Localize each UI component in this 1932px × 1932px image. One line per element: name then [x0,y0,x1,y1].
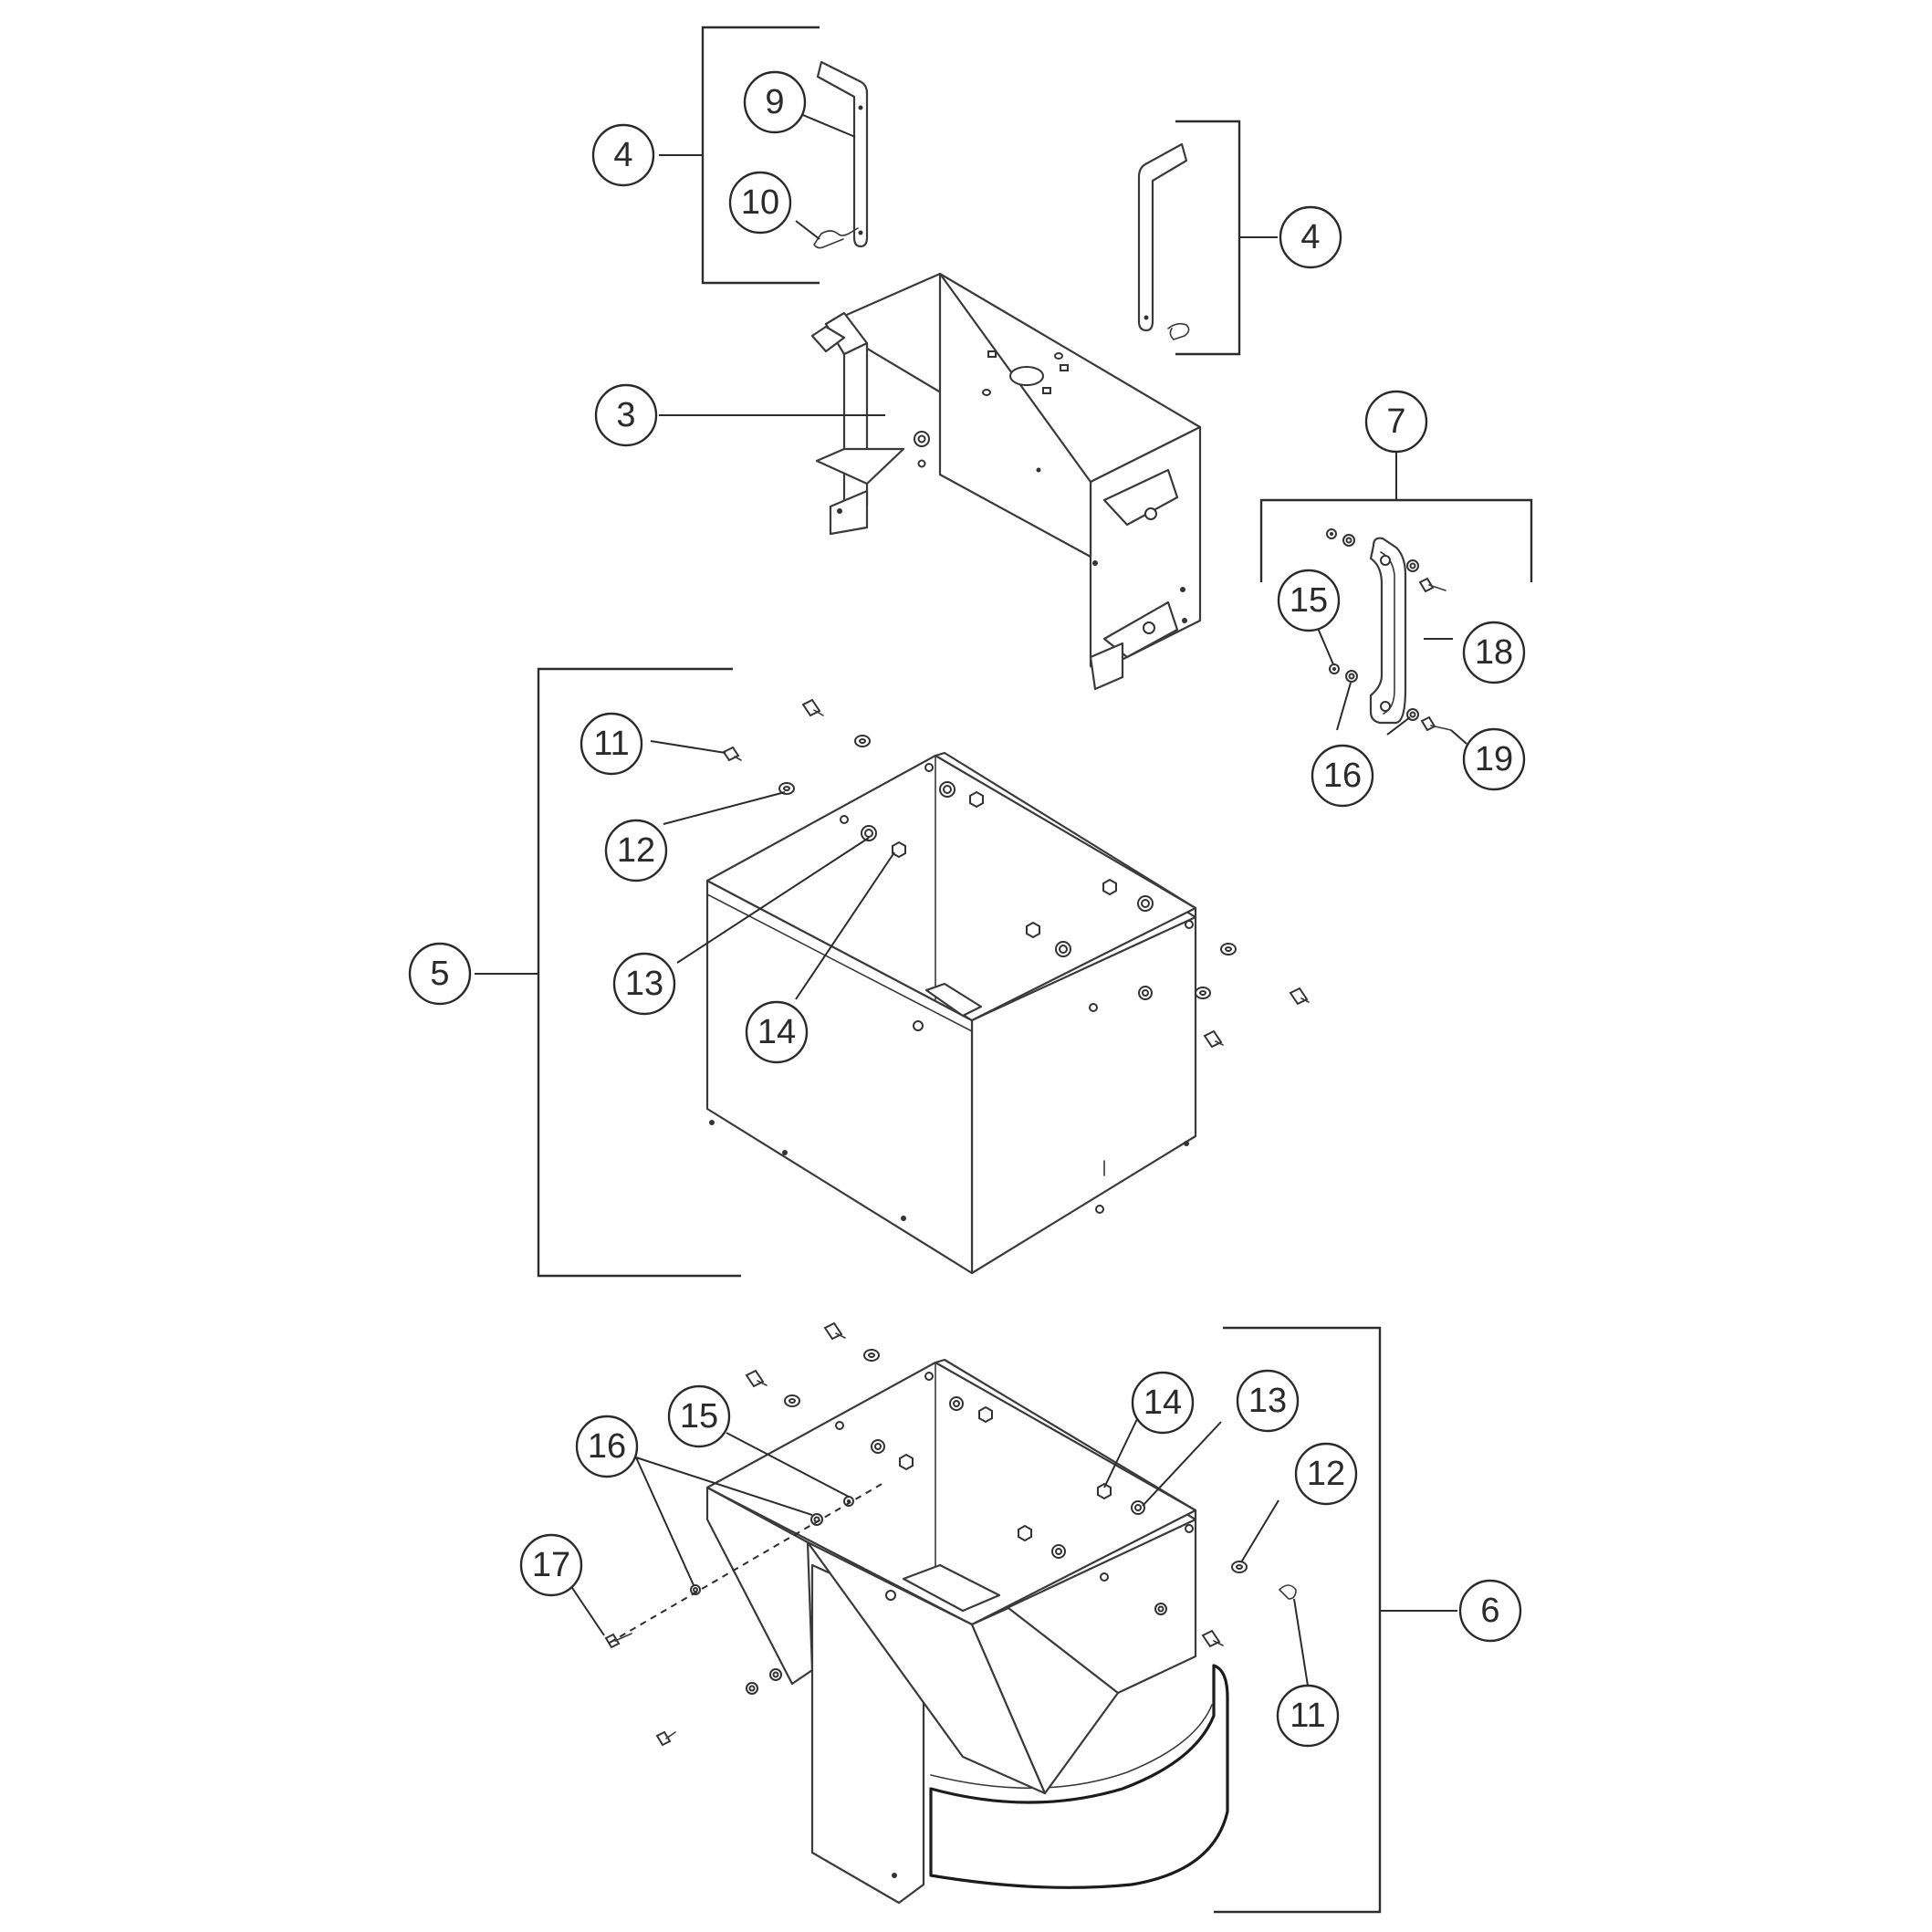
svg-text:19: 19 [1475,740,1513,778]
svg-text:17: 17 [532,1546,570,1584]
callout-14-top: 14 [745,1000,809,1064]
svg-text:3: 3 [616,396,635,434]
callout-4-right: 4 [1279,205,1342,269]
callout-15-bottom: 15 [667,1384,731,1448]
bracket-4-left [659,26,820,285]
callout-10: 10 [728,171,792,235]
callout-5: 5 [408,942,472,1006]
svg-text:15: 15 [680,1397,718,1436]
callout-9: 9 [743,70,807,134]
callout-13-top: 13 [612,952,676,1016]
svg-text:16: 16 [588,1427,626,1466]
callout-16-bottom: 16 [575,1415,639,1478]
svg-text:10: 10 [741,183,779,222]
mount-frame [810,272,1202,691]
bracket-4-right [1175,120,1278,356]
hair-pin-clip-right [1167,322,1190,340]
callout-17: 17 [519,1533,583,1597]
hitch-pin-left [816,60,869,248]
callout-leaders [569,112,1467,1687]
svg-text:14: 14 [757,1013,796,1051]
callout-18: 18 [1462,621,1526,684]
callout-16-top: 16 [1311,744,1374,808]
svg-text:11: 11 [593,725,629,763]
hair-pin-clip-left [813,227,859,249]
svg-text:14: 14 [1144,1384,1182,1422]
callout-3: 3 [594,383,658,447]
bracket-5 [475,667,741,1278]
callout-6: 6 [1458,1579,1522,1643]
hitch-pin-right [1137,142,1188,332]
callout-13-bottom: 13 [1236,1369,1300,1433]
hopper-box [705,751,1197,1275]
chute-hardware [604,1321,1297,1747]
callout-4-left: 4 [591,123,655,187]
svg-text:12: 12 [617,831,655,870]
svg-text:11: 11 [1290,1697,1325,1735]
grab-handle [1369,537,1407,725]
svg-text:7: 7 [1386,402,1405,441]
svg-text:13: 13 [1248,1382,1287,1420]
callout-14-bottom: 14 [1131,1371,1195,1435]
callout-12-bottom: 12 [1294,1442,1358,1506]
svg-text:5: 5 [430,955,449,993]
callout-7: 7 [1364,390,1428,454]
svg-text:4: 4 [613,136,632,174]
callout-11-top: 11 [580,712,643,776]
svg-text:6: 6 [1480,1592,1499,1630]
svg-text:9: 9 [765,83,784,121]
through-bolt-dashed-line [609,1482,884,1644]
callout-19: 19 [1462,727,1526,791]
svg-text:13: 13 [625,965,663,1003]
hopper-box-hardware [722,698,1310,1049]
callout-12-top: 12 [604,819,668,882]
chute-assembly [705,1358,1229,1905]
svg-text:4: 4 [1300,218,1320,256]
callout-11-bottom: 11 [1276,1684,1340,1748]
svg-text:18: 18 [1475,633,1513,672]
svg-text:15: 15 [1290,581,1328,620]
handle-hardware [1326,528,1452,732]
svg-text:12: 12 [1307,1455,1345,1493]
bracket-6 [1214,1326,1457,1914]
svg-text:16: 16 [1323,757,1362,795]
bracket-7 [1259,452,1533,582]
callout-15-top: 15 [1277,569,1341,632]
